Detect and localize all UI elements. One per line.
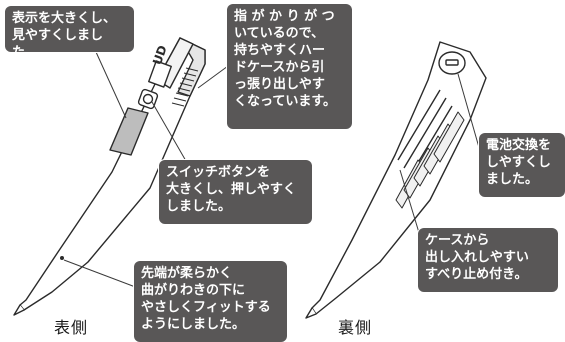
leader-button xyxy=(151,101,191,169)
callout-tip: 先端が柔らかく 曲がりわきの下に やさしくフィットする ようにしました。 xyxy=(134,261,287,342)
callout-display: 表示を大きくし、 見やすくしました。 xyxy=(5,6,134,60)
back-body-outline xyxy=(311,41,487,315)
leader-display xyxy=(95,51,127,119)
front-side-face xyxy=(177,37,206,97)
leader-case xyxy=(399,169,421,237)
callout-case: ケースから 出し入れしやすい すべり止め付き。 xyxy=(418,228,558,292)
front-logo-box xyxy=(148,60,172,88)
callout-grip: 指 が か り が つ いているので、 持ちやすくハー ドケースから引 っ張り出… xyxy=(227,4,352,129)
label-back: 裏側 xyxy=(338,318,373,337)
front-display-window xyxy=(109,107,149,156)
front-tip-marker xyxy=(60,256,64,260)
callout-button: スイッチボタンを 大きくし、押しやすく しました。 xyxy=(159,160,312,224)
leader-grip xyxy=(197,65,229,89)
back-thermometer xyxy=(305,41,487,319)
leader-lines xyxy=(63,51,483,289)
label-front: 表側 xyxy=(54,318,89,337)
leader-battery xyxy=(457,73,483,159)
back-probe-tip xyxy=(305,307,317,319)
back-antislip-zigzag xyxy=(395,111,465,209)
front-grip-ridges xyxy=(171,67,199,107)
back-battery-slot xyxy=(445,59,459,66)
front-probe-tip xyxy=(13,304,25,316)
leader-tip xyxy=(63,259,139,289)
callout-battery: 電池交換を しやすくし ました。 xyxy=(479,133,565,197)
